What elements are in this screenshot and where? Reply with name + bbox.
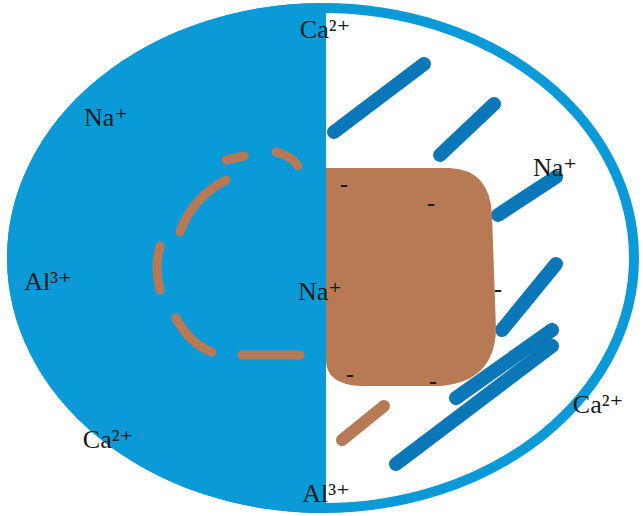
cation-label: Ca²⁺	[300, 17, 350, 43]
negative-charge: -	[427, 191, 435, 215]
negative-charge: -	[494, 277, 502, 301]
cation-label: Na⁺	[298, 279, 342, 305]
clay-particle	[326, 168, 496, 386]
clay-fragment	[342, 406, 384, 440]
colloid-outline	[12, 8, 634, 508]
water-film-half	[7, 3, 326, 513]
negative-charge: -	[346, 362, 354, 386]
cation-label: Ca²⁺	[83, 427, 133, 453]
cation-label: Al³⁺	[302, 481, 350, 507]
cation-label: Na⁺	[533, 155, 577, 181]
cation-label: Ca²⁺	[573, 392, 623, 418]
cation-label: Al³⁺	[24, 269, 72, 295]
negative-charge: -	[429, 369, 437, 393]
cation-label: Na⁺	[84, 105, 128, 131]
dashed-clay-outline	[157, 152, 300, 355]
negative-charge: -	[340, 172, 348, 196]
